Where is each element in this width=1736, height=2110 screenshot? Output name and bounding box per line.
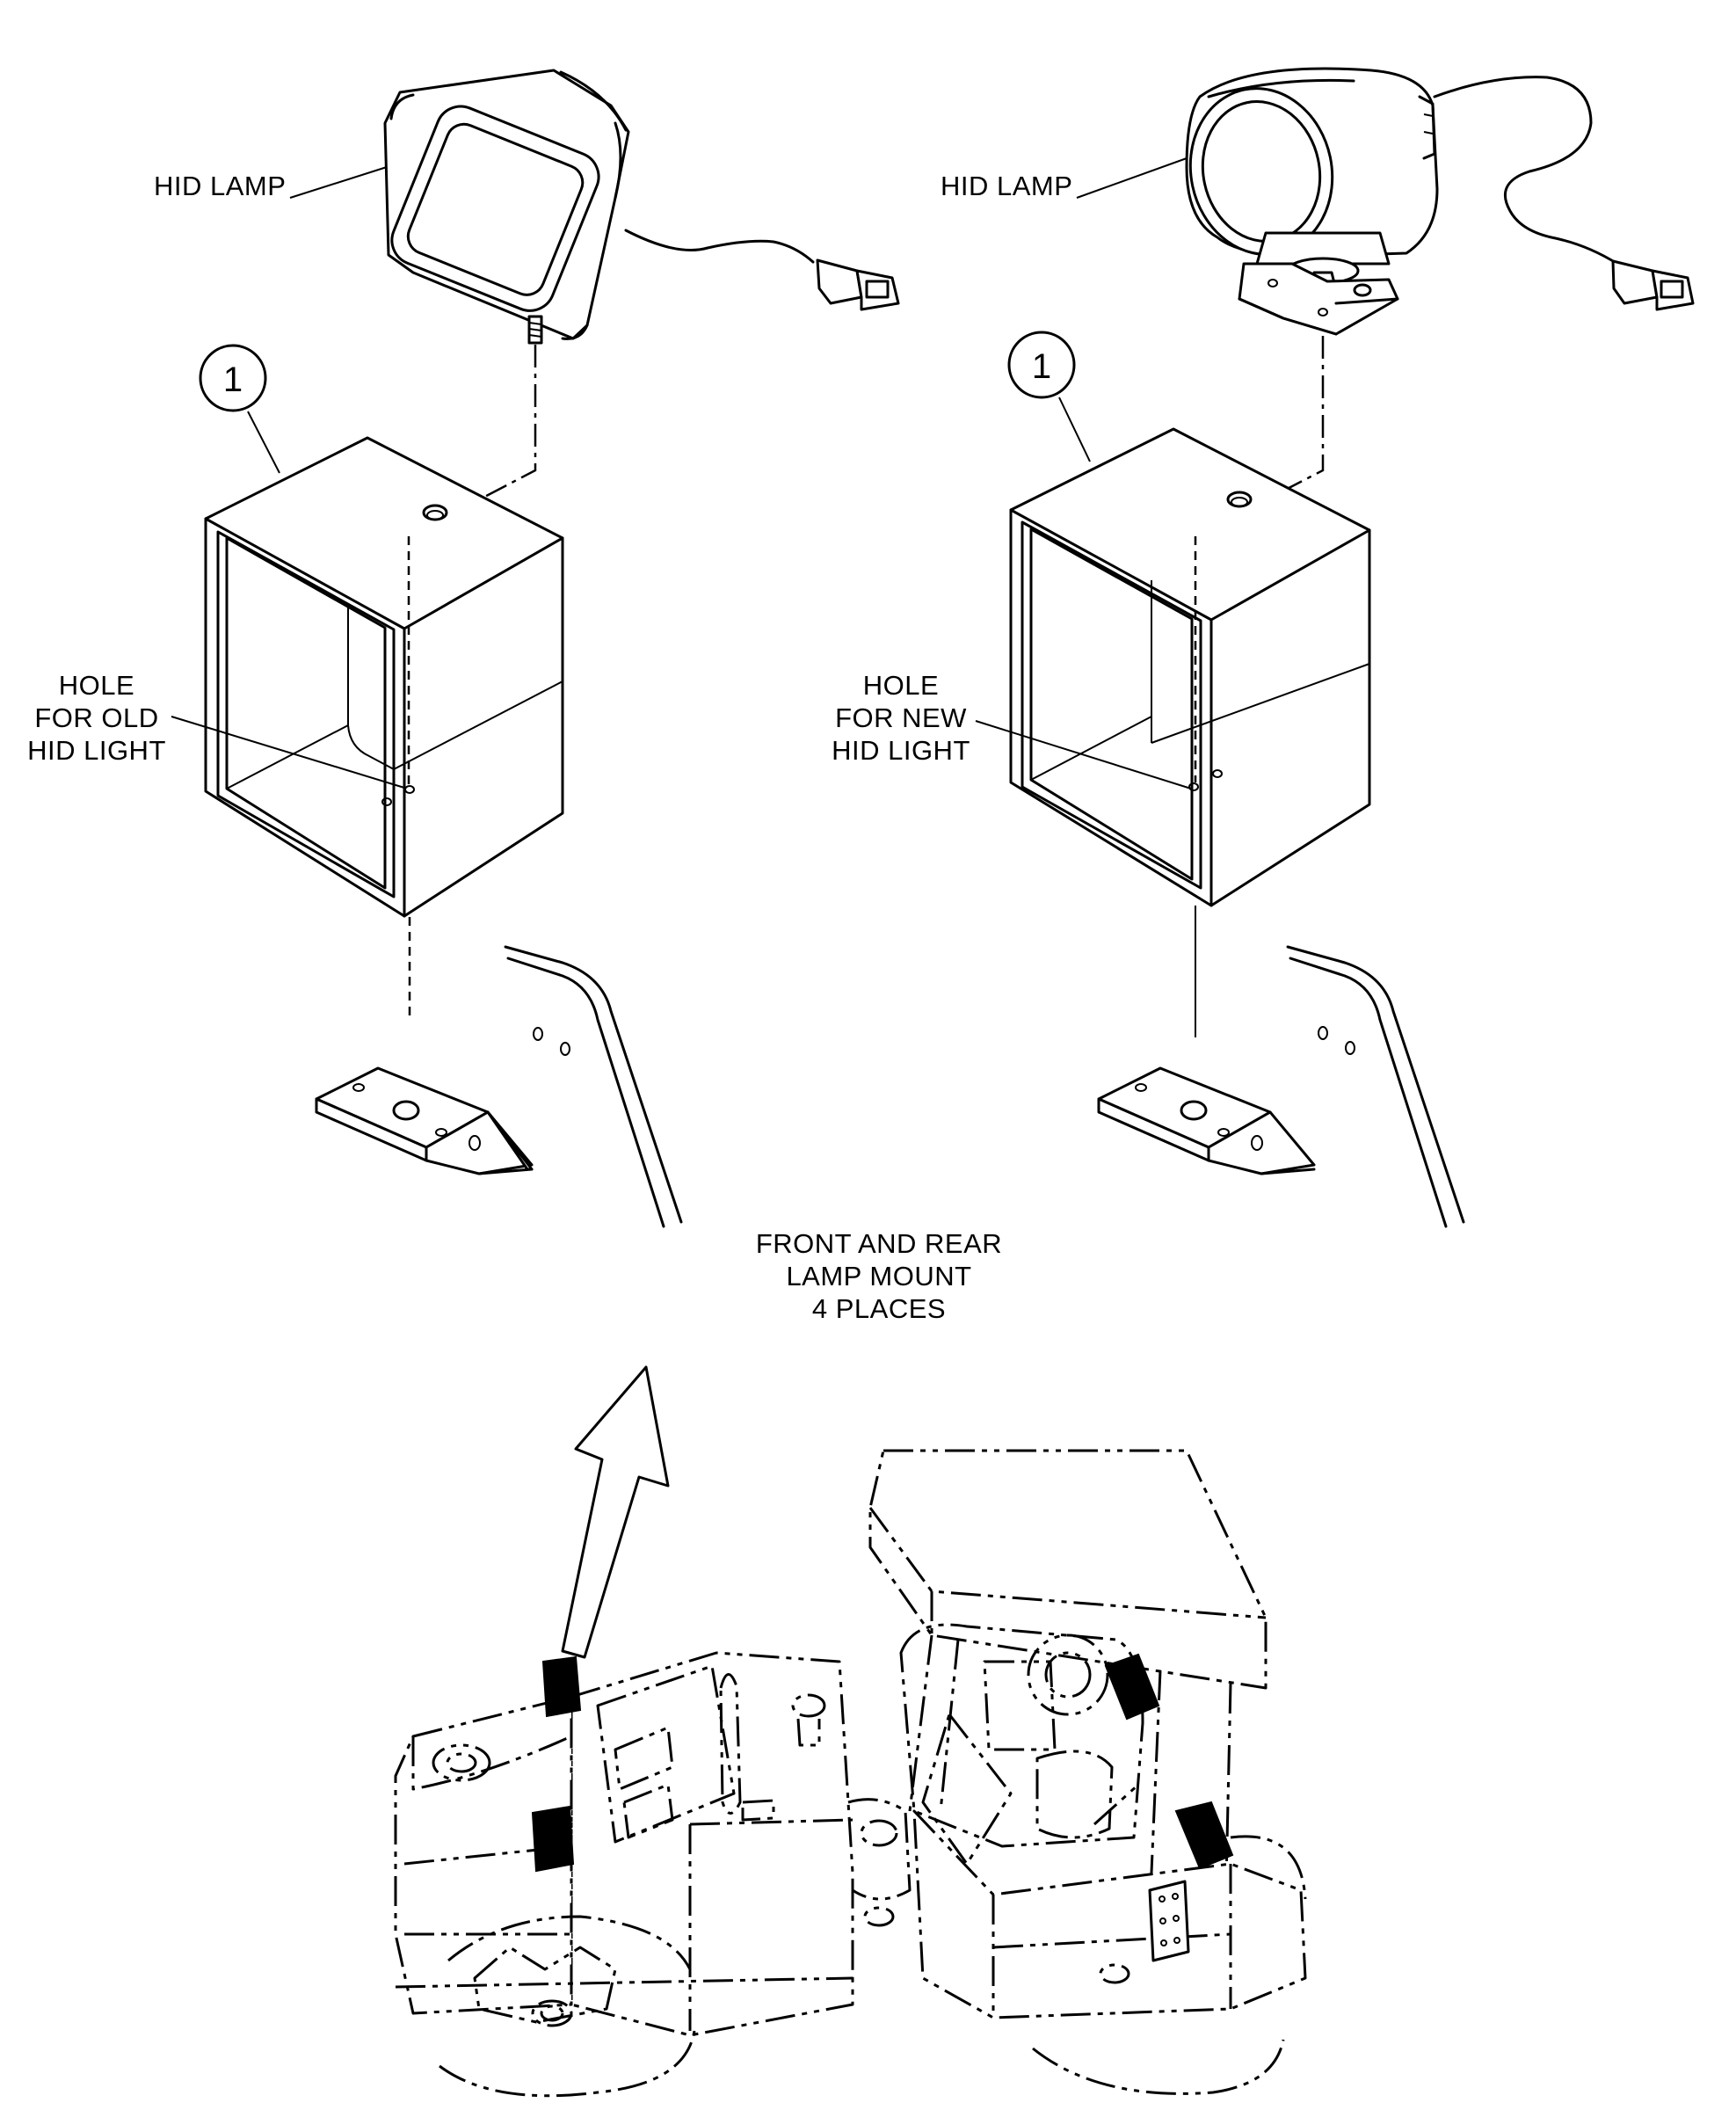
svg-text:1: 1: [1032, 347, 1051, 386]
roller-machine: [394, 1449, 1307, 2098]
lamp-location-rear-lower: [1174, 1801, 1234, 1870]
old-lamp-leader: [289, 166, 388, 199]
new-hid-lamp: [1185, 67, 1695, 336]
old-mount-bracket: [315, 1066, 534, 1175]
new-hole-label-line-2: FOR NEW: [835, 702, 967, 733]
new-lamp-label: HID LAMP: [941, 171, 1072, 201]
new-lamp-leader: [1076, 157, 1188, 199]
old-hole-label-line-3: HID LIGHT: [27, 735, 166, 766]
old-lamp-box: [204, 436, 564, 918]
old-hole-label-line-1: HOLE: [59, 670, 134, 701]
rops-canopy: [868, 1449, 1267, 1690]
old-fender-panel: [504, 945, 683, 1224]
old-hole-leader: [171, 716, 405, 789]
mount-note-line-1: FRONT AND REAR: [756, 1228, 1002, 1259]
old-lamp-connector: [816, 258, 900, 311]
old-lamp-label: HID LAMP: [154, 171, 286, 201]
svg-text:1: 1: [223, 360, 243, 399]
old-hid-lamp: [383, 69, 900, 345]
detail-arrow: [561, 1365, 670, 1659]
lamp-location-front-lower: [531, 1805, 575, 1873]
new-lamp-box: [1009, 427, 1371, 907]
new-lamp-connector: [1611, 259, 1695, 311]
left-old-assembly: HID LAMP 1: [27, 69, 900, 1228]
new-hole-label-line-3: HID LIGHT: [832, 735, 970, 766]
old-hole-label-line-2: FOR OLD: [34, 702, 158, 733]
new-hole-leader: [975, 720, 1192, 789]
mount-note-line-2: LAMP MOUNT: [786, 1261, 971, 1291]
old-lamp-alignment-line: [408, 345, 537, 538]
mount-note-line-3: 4 PLACES: [812, 1293, 946, 1324]
new-mount-bracket: [1097, 1066, 1316, 1175]
item-1-callout-right: 1: [1007, 331, 1091, 462]
item-1-callout-left: 1: [199, 344, 280, 474]
old-box-hidden-line: [407, 536, 411, 1020]
lamp-location-rear-upper: [1104, 1653, 1160, 1721]
right-new-assembly: HID LAMP 1 HOLE FOR NEW HID LIGHT: [832, 67, 1695, 1228]
new-fender-panel: [1286, 945, 1465, 1224]
new-hole-label-line-1: HOLE: [863, 670, 939, 701]
lamp-location-front-upper: [541, 1655, 582, 1718]
